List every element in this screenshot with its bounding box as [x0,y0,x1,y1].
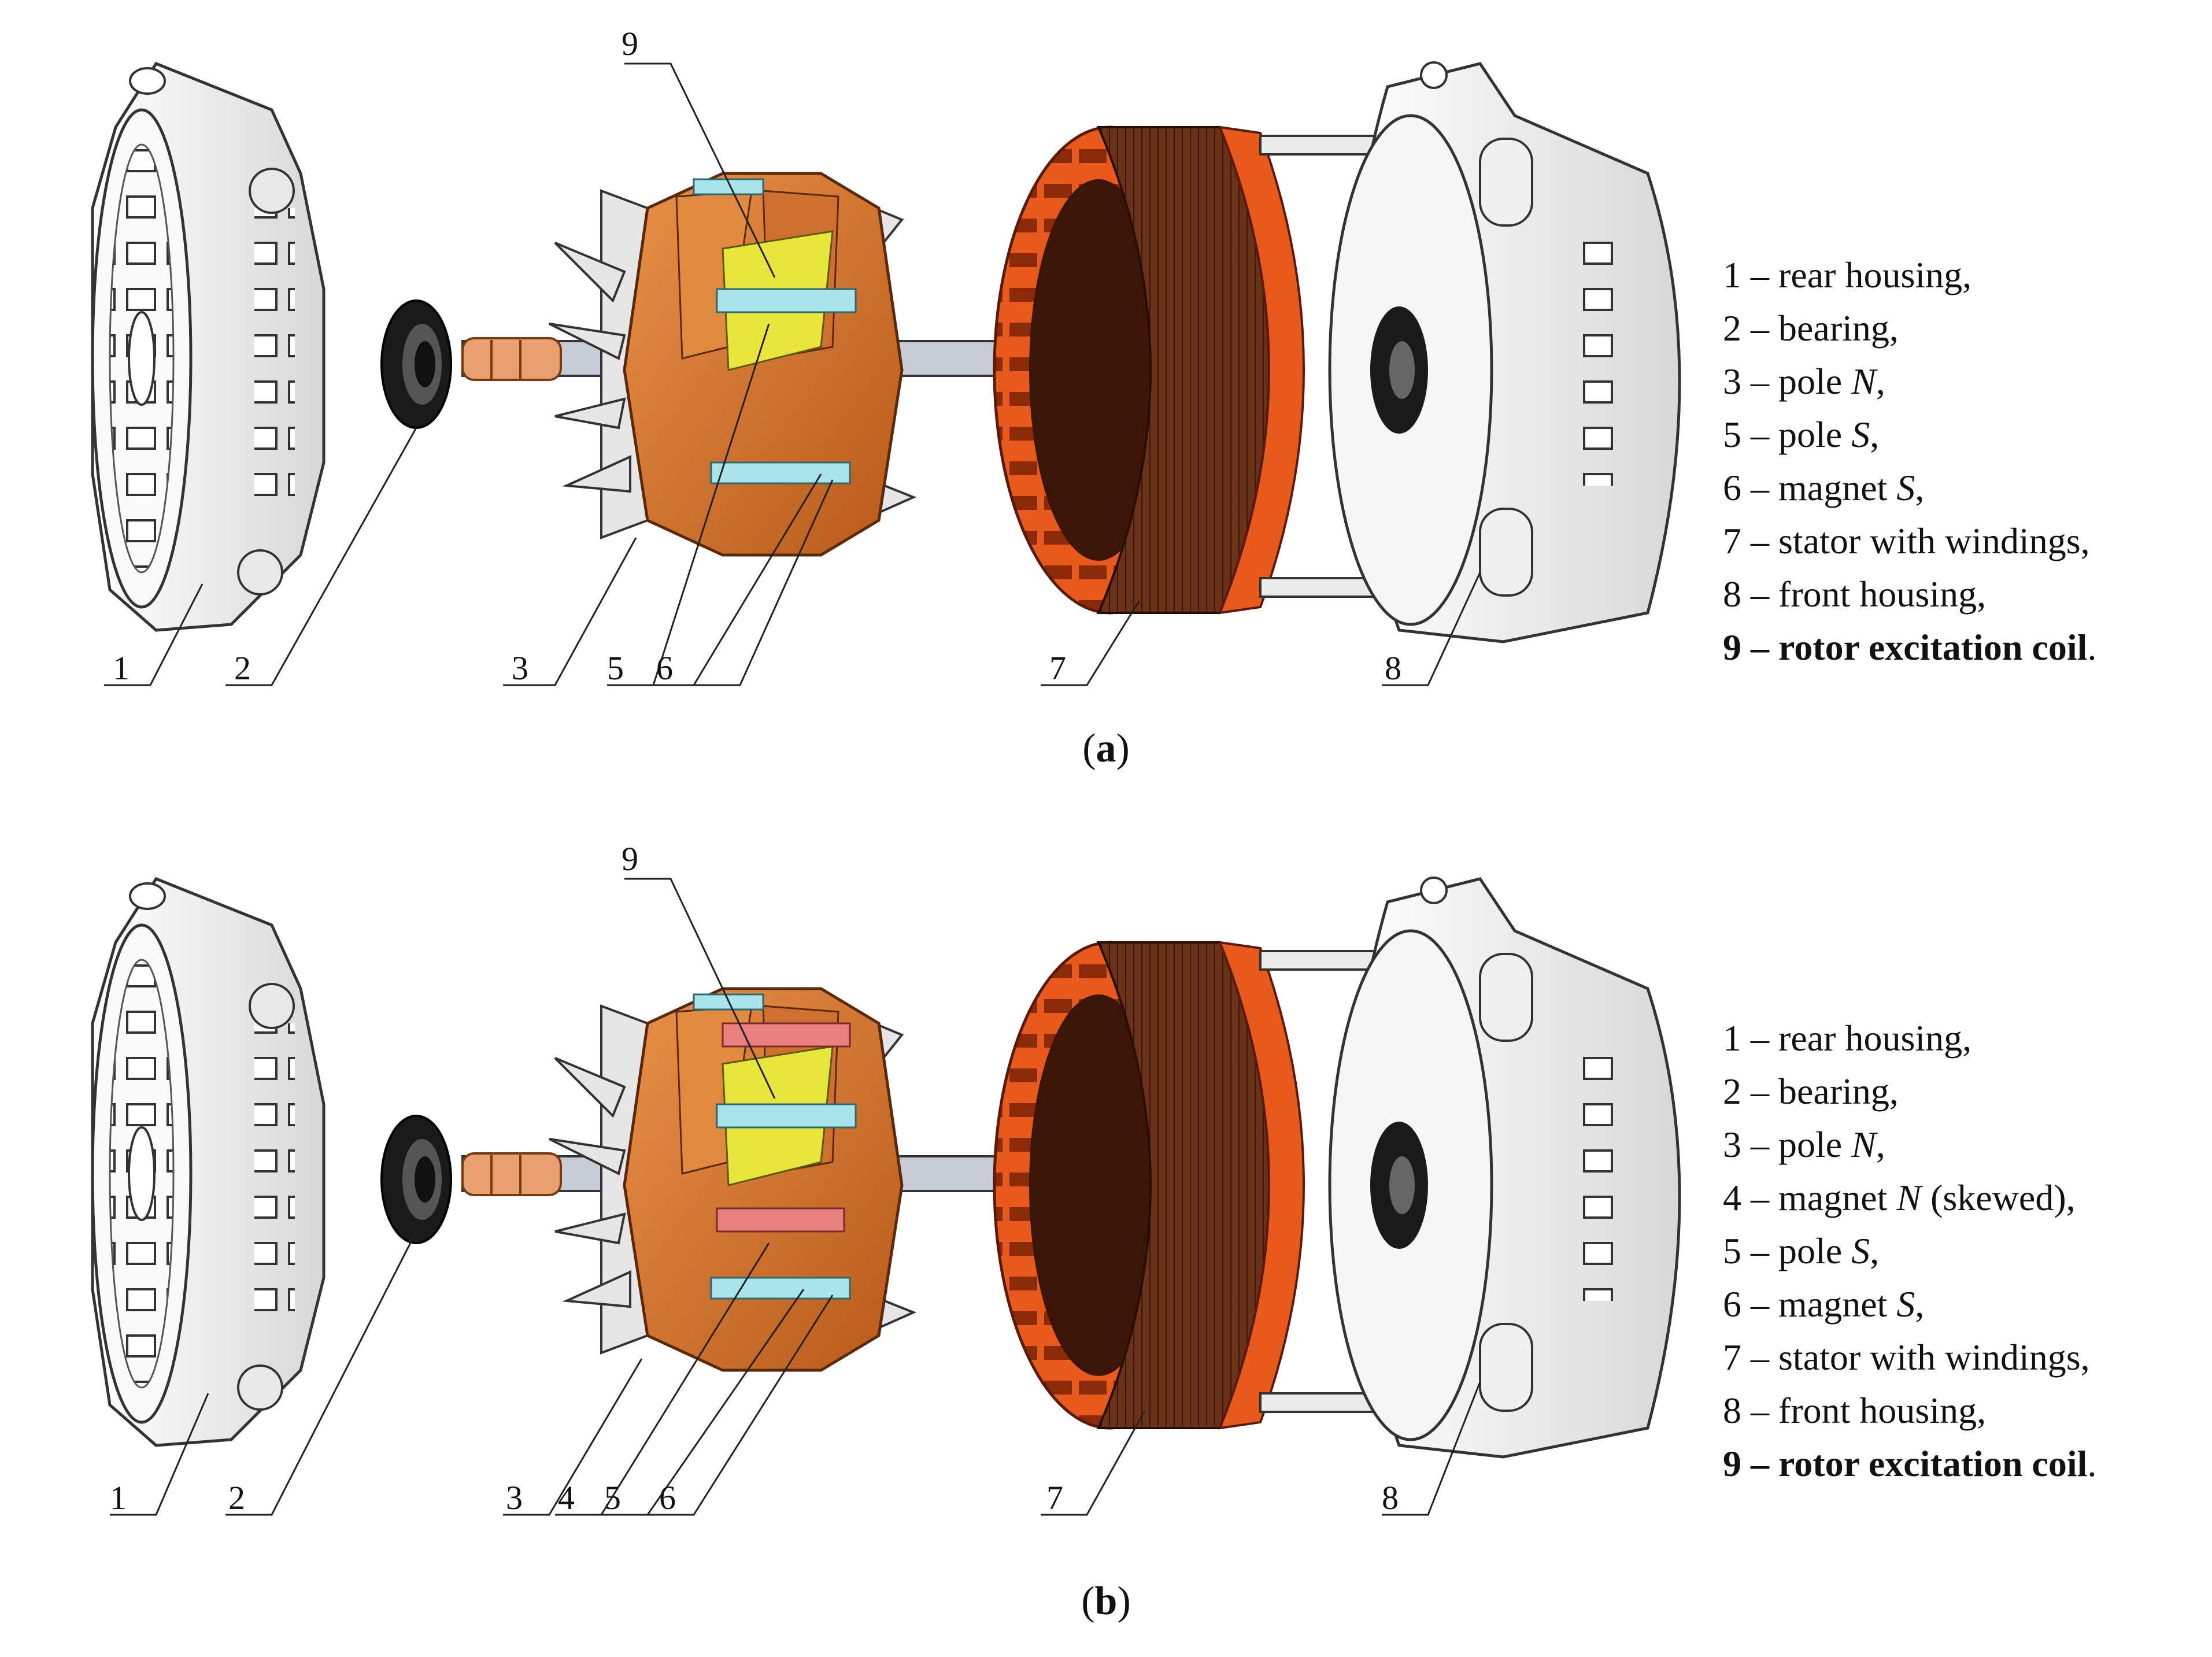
legend-a: 1 – rear housing, 2 – bearing, 3 – pole … [1723,249,2096,674]
legend-item: 9 – rotor excitation coil. [1723,627,2097,668]
label-6-a: 6 [656,649,673,687]
legend-item: 1 – rear housing, [1723,1018,1972,1059]
legend-item: 7 – stator with windings, [1723,1337,2090,1378]
legend-item: 5 – pole S, [1723,1230,1880,1271]
legend-item: 6 – magnet S, [1723,467,1925,508]
label-1-a: 1 [113,649,130,687]
label-1-b: 1 [110,1479,127,1517]
legend-item: 7 – stator with windings, [1723,520,2090,561]
label-2-b: 2 [228,1479,245,1517]
label-6-b: 6 [659,1479,676,1517]
panel-b-drawing [93,878,1680,1457]
label-9-b: 9 [622,840,638,878]
legend-item: 2 – bearing, [1723,1071,1899,1112]
magnet-n-skewed [716,1207,845,1233]
legend-item: 6 – magnet S, [1723,1284,1925,1325]
label-5-a: 5 [607,649,624,687]
legend-item: 8 – front housing, [1723,1390,1987,1431]
legend-item: 5 – pole S, [1723,414,1880,455]
label-2-a: 2 [234,649,251,687]
label-7-b: 7 [1046,1479,1063,1517]
panel-a-drawing [93,62,1680,642]
label-8-b: 8 [1382,1479,1399,1517]
legend-item: 4 – magnet N (skewed), [1723,1177,2076,1218]
label-7-a: 7 [1049,649,1066,687]
legend-b: 1 – rear housing, 2 – bearing, 3 – pole … [1723,1012,2096,1490]
label-5-b: 5 [604,1479,621,1517]
magnet-n-skewed [722,1022,851,1048]
label-4-b: 4 [558,1479,575,1517]
legend-item: 9 – rotor excitation coil. [1723,1443,2097,1484]
panel-a-leaders: 9 1 2 3 5 6 7 8 [104,25,1481,687]
caption-b: (b) [1081,1579,1131,1623]
label-3-a: 3 [512,649,528,687]
label-3-b: 3 [506,1479,523,1517]
label-9-a: 9 [622,25,638,62]
legend-item: 1 – rear housing, [1723,254,1972,295]
legend-item: 3 – pole N, [1723,1124,1885,1165]
legend-item: 2 – bearing, [1723,308,1899,349]
caption-a: (a) [1082,726,1130,771]
panel-b-leaders: 9 1 2 3 4 5 6 7 8 [110,840,1481,1517]
label-8-a: 8 [1385,649,1401,687]
legend-item: 3 – pole N, [1723,361,1885,402]
legend-item: 8 – front housing, [1723,574,1987,615]
